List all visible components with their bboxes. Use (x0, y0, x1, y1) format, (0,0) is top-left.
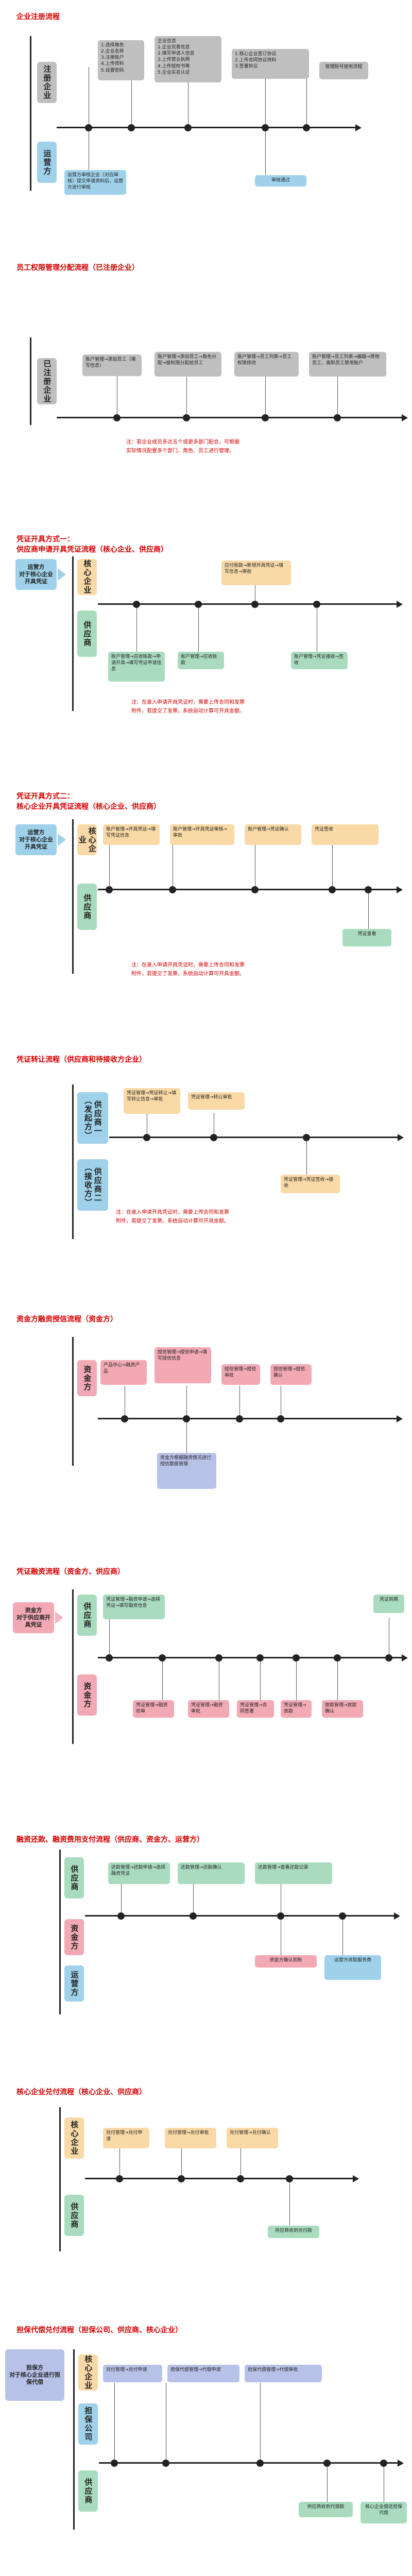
credit-apply: 授信管理→授信申请→填写授信信息 (154, 1347, 211, 1383)
lane-funder: 资金方 (64, 1919, 84, 1955)
operator-note: 运营方 对于核心企业开具凭证 (15, 824, 57, 855)
transfer-receive: 凭证管理→凭证签收→接收 (281, 1175, 340, 1193)
issue-approval: 账户管理→开具凭证审核→审批 (170, 824, 234, 845)
lane-core-company: 核心企业 (78, 2354, 98, 2391)
core-repay: 核心企业偿还担保代偿 (360, 2502, 407, 2523)
operator-note: 运营方 对于核心企业开具凭证 (15, 559, 57, 590)
note: 注：在录入申请开具凭证时，需要上传合同和发票附件，若提交了发票，系统自动计算可开… (131, 700, 245, 714)
lane-supplier-1: 供应商一（发起方） (77, 1092, 108, 1144)
transfer-approval: 凭证管理→转让审批 (188, 1092, 245, 1110)
credit-limit-management: 资金方根据融资情况进行授信额度管理 (157, 1453, 216, 1489)
payment-confirm: 兑付管理→兑付确认 (227, 2128, 278, 2148)
loan-confirm: 放款管理→放款确认 (322, 1700, 363, 1718)
issue-voucher: 账户管理→开具凭证→填写凭证信息 (103, 824, 160, 845)
financing-approval: 凭证管理→融资审批 (188, 1700, 229, 1718)
section-voucher-method-1: 凭证开具方式一：供应商申请开具凭证流程（核心企业、供应商） 运营方 对于核心企业… (0, 526, 412, 783)
financing-first-review: 凭证管理→融资初审 (133, 1700, 174, 1718)
section-company-registration: 企业注册流程 注册企业 运营方 1.选择角色 2.企业名称 3.注册账户 4.上… (0, 0, 412, 258)
credit-confirm: 授信管理→授信确认 (270, 1364, 312, 1385)
agreement-steps: 1.核心企业签订协议 2.上传合同协议资料 3.签署协议 (232, 49, 309, 79)
section-title: 企业注册流程 (16, 13, 60, 21)
compensation-approval: 担保代偿管理→代偿审批 (245, 2365, 322, 2382)
lane-supplier: 供应商 (77, 611, 97, 657)
section-voucher-financing: 凭证融资流程（资金方、供应商） 资金方 对于供应商开具凭证 供应商 资金方 凭证… (0, 1546, 412, 1814)
note: 注：在录入申请开具凭证时，需要上传合同和发票附件，若提交了发票，系统自动计算可开… (116, 1210, 229, 1224)
lane-operator: 运营方 (37, 142, 57, 183)
section-funder-credit: 资金方融资授信流程（资金方） 资金方 产品中心→融资产品 授信管理→授信申请→填… (0, 1288, 412, 1546)
voucher-view: 凭证查看 (342, 929, 391, 946)
section-employee-permissions: 员工权限管理分配流程（已注册企业） 已注册企业 账户管理→添加员工（填写信息） … (0, 258, 412, 526)
section-title: 凭证开具方式一：供应商申请开具凭证流程（核心企业、供应商） (16, 535, 168, 554)
funder-note: 资金方 对于供应商开具凭证 (13, 1602, 54, 1633)
section-repayment: 融资还款、融资费用支付流程（供应商、资金方、运营方） 供应商 资金方 运营方 还… (0, 1814, 412, 2071)
section-title: 融资还款、融资费用支付流程（供应商、资金方、运营方） (16, 1836, 204, 1844)
lane-core-company: 核心企业 (77, 824, 97, 855)
repayment-apply: 还款管理→还款申请→选择融资凭证 (108, 1862, 170, 1884)
contract-sign: 凭证管理→合同签署 (237, 1700, 274, 1718)
section-voucher-transfer: 凭证转让流程（供应商和待接收方企业） 供应商一（发起方） 供应商二（接收方） 凭… (0, 1041, 412, 1288)
lane-supplier: 供应商 (78, 2470, 98, 2512)
transfer-apply: 凭证管理→凭证转让→填写转让信息→审批 (124, 1088, 180, 1114)
lane-core-company: 核心企业 (64, 2117, 84, 2159)
lane-registered-company: 已注册企业 (37, 358, 57, 404)
funder-confirm: 资金方确认到账 (255, 1955, 317, 1968)
lane-funder: 资金方 (77, 1360, 97, 1396)
operator-fee: 运营方收取服务费 (324, 1955, 381, 1980)
register-steps: 1.选择角色 2.企业名称 3.注册账户 4.上传资料 5.设置密码 (98, 40, 144, 80)
modify-permission: 账户管理→员工列表→员工权限修改 (234, 352, 299, 377)
finance-product: 产品中心→融资产品 (100, 1360, 147, 1385)
voucher-due: 凭证到期 (373, 1595, 404, 1613)
credit-approval: 授信管理→授信审批 (221, 1364, 260, 1385)
payment-apply: 兑付管理→兑付申请 (103, 2128, 149, 2148)
section-title: 凭证开具方式二：核心企业开具凭证流程（核心企业、供应商） (16, 792, 161, 811)
note: 注：在录入申请开具凭证时，需要上传合同和发票附件，若提交了发票，系统自动计算可开… (131, 962, 245, 977)
assign-role: 账户管理→添加员工→角色分配→按权限分配给员工 (154, 352, 221, 377)
lane-supplier: 供应商 (64, 1857, 84, 1899)
loan-release: 凭证管理→放款 (281, 1700, 312, 1718)
section-guarantee-payment: 担保代偿兑付流程（担保公司、供应商、核心企业） 担保方 对于核心企业进行担保代偿… (0, 2313, 412, 2576)
add-employee: 账户管理→添加员工（填写信息） (82, 354, 142, 376)
payment-apply: 兑付管理→兑付申请 (103, 2365, 162, 2382)
voucher-sign: 凭证签收 (312, 824, 379, 845)
section-title: 担保代偿兑付流程（担保公司、供应商、核心企业） (16, 2326, 182, 2334)
lane-supplier-2: 供应商二（接收方） (77, 1159, 108, 1211)
note: 注：若企业成员多达五个或更多部门配合，可根据实际情况配置多个部门、角色、员工进行… (126, 439, 239, 454)
lane-supplier: 供应商 (77, 1595, 97, 1636)
compensation-apply: 担保代偿管理→代偿申请 (167, 2365, 239, 2382)
core-approval: 应付账款→新增开具凭证→填写信息→审批 (221, 561, 291, 585)
lane-guarantee-company: 担保公司 (78, 2403, 98, 2445)
repayment-confirm: 还款管理→还款确认 (178, 1862, 245, 1884)
lane-core-company: 核心企业 (77, 559, 97, 595)
section-core-payment: 核心企业兑付流程（核心企业、供应商） 核心企业 供应商 兑付管理→兑付申请 兑付… (0, 2071, 412, 2313)
lane-supplier: 供应商 (77, 884, 97, 930)
voucher-sign: 账户管理→凭证接收→签收 (291, 652, 348, 669)
supplier-received: 供应商收到兑付款 (268, 2226, 319, 2238)
repayment-records: 还款管理→查看还款记录 (255, 1862, 332, 1884)
financing-apply: 凭证管理→融资申请→选择凭证→填写融资信息 (103, 1595, 165, 1619)
operator-review: 运营方审核企业（对应审核）提交申请资料后，运营方进行审核 (64, 170, 126, 195)
section-title: 凭证转让流程（供应商和待接收方企业） (16, 1056, 146, 1064)
review-passed: 审核通过 (255, 175, 306, 187)
section-title: 核心企业兑付流程（核心企业、供应商） (16, 2088, 146, 2096)
lane-supplier: 供应商 (64, 2195, 84, 2236)
supplier-received: 供应商收到代偿款 (299, 2502, 353, 2517)
payment-approval: 兑付管理→兑付审批 (165, 2128, 216, 2148)
lane-registered-company: 注册企业 (37, 62, 57, 103)
section-title: 员工权限管理分配流程（已注册企业） (16, 264, 139, 272)
lane-operator: 运营方 (64, 1965, 84, 2002)
receivables: 账户管理→应收账款 (178, 652, 224, 669)
disable-employee: 账户管理→员工列表→编辑→停用员工、离职员工禁用账户 (309, 352, 386, 377)
company-info-steps: 企业信息 1.企业完善信息 2.填写申请人信息 3.上传营业执照 4.上传授权书… (154, 36, 221, 82)
section-title: 资金方融资授信流程（资金方） (16, 1315, 117, 1324)
account-usage: 管理账号使用流程 (319, 62, 368, 79)
section-voucher-method-2: 凭证开具方式二：核心企业开具凭证流程（核心企业、供应商） 运营方 对于核心企业开… (0, 783, 412, 1041)
section-title: 凭证融资流程（资金方、供应商） (16, 1568, 125, 1576)
guarantor-note: 担保方 对于核心企业进行担保代偿 (5, 2349, 64, 2401)
voucher-confirm: 账户管理→凭证确认 (245, 824, 301, 845)
lane-funder: 资金方 (77, 1674, 97, 1716)
supplier-apply: 账户管理→应收账款→申请开具→填写凭证申请信息 (108, 652, 165, 682)
